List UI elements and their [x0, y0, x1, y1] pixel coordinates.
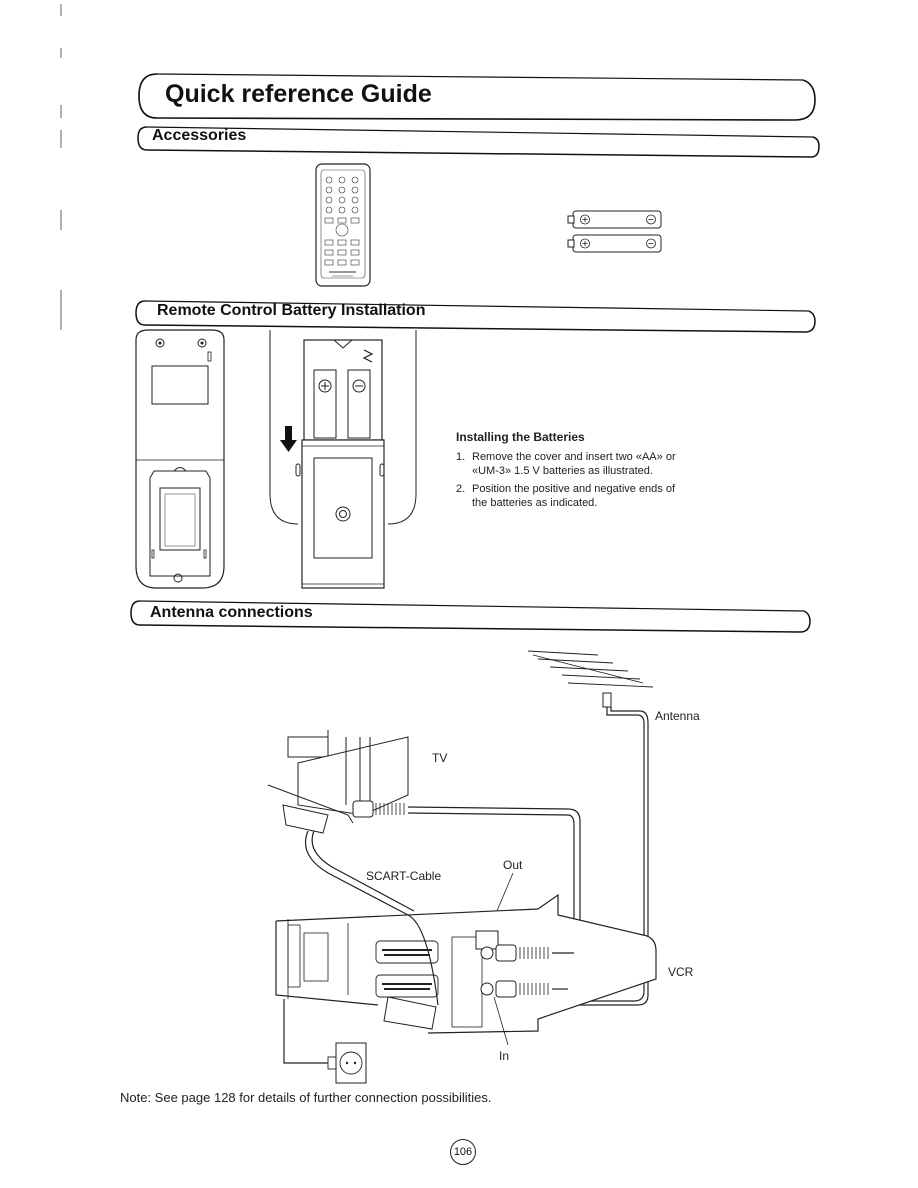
batteries-image: [567, 210, 662, 253]
footnote: Note: See page 128 for details of furthe…: [120, 1090, 492, 1105]
section-title-antenna: Antenna connections: [150, 604, 313, 621]
section-title-battery-installation: Remote Control Battery Installation: [157, 302, 426, 319]
step-text: Remove the cover and insert two «AA» or …: [472, 451, 676, 477]
installing-steps: 1. Remove the cover and insert two «AA» …: [456, 450, 676, 514]
installing-step: 2. Position the positive and negative en…: [456, 482, 676, 510]
remote-control-image: [315, 163, 371, 287]
step-text: Position the positive and negative ends …: [472, 483, 676, 509]
title-banner-frame: [138, 73, 816, 121]
section-title-accessories: Accessories: [152, 127, 247, 144]
battery-header-frame: [135, 300, 816, 333]
label-scart-cable: SCART-Cable: [366, 869, 442, 883]
label-vcr: VCR: [668, 965, 694, 979]
label-in: In: [499, 1049, 510, 1063]
accessories-header-frame: [137, 126, 820, 158]
antenna-connection-diagram: [267, 650, 657, 1084]
step-number: 1.: [456, 451, 466, 463]
page-title: Quick reference Guide: [165, 80, 432, 108]
margin-marks: [60, 4, 62, 330]
installing-step: 1. Remove the cover and insert two «AA» …: [456, 450, 676, 478]
installing-heading: Installing the Batteries: [456, 430, 585, 444]
label-antenna: Antenna: [655, 709, 700, 723]
page-number: 106: [450, 1139, 476, 1165]
battery-insertion-image: [269, 330, 417, 589]
label-out: Out: [503, 858, 523, 872]
remote-back-image: [135, 329, 225, 589]
step-number: 2.: [456, 483, 466, 495]
label-tv: TV: [432, 751, 448, 765]
antenna-header-frame: [130, 600, 811, 633]
